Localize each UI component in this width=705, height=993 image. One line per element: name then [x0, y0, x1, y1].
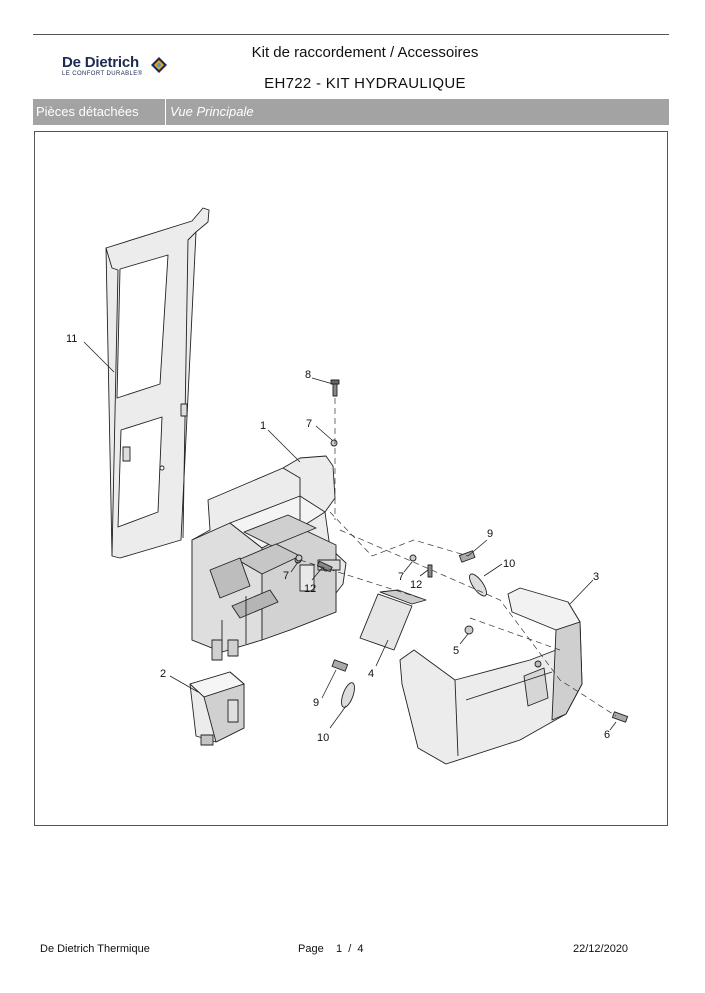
- seal-7-mid: [295, 554, 303, 562]
- fitting-9-left: [331, 659, 349, 672]
- callout-7-top: 7: [306, 418, 312, 430]
- callout-7-mid: 7: [283, 570, 289, 582]
- callout-2: 2: [160, 668, 166, 680]
- callout-7-right: 7: [398, 571, 404, 583]
- part-4-plate: [359, 589, 427, 651]
- part-3-front-cover: [399, 587, 583, 765]
- part-2-housing: [189, 671, 245, 746]
- callout-9-left: 9: [313, 697, 319, 709]
- callout-4: 4: [368, 668, 374, 680]
- brand-name: De Dietrich: [62, 54, 139, 71]
- clip-10-left: [341, 682, 355, 708]
- screw-12-left: [316, 560, 333, 573]
- callout-1: 1: [260, 420, 266, 432]
- document-subtitle: EH722 - KIT HYDRAULIQUE: [264, 75, 466, 92]
- callout-12-left: 12: [304, 583, 316, 595]
- callout-9-right: 9: [487, 528, 493, 540]
- footer-date: 22/12/2020: [573, 943, 629, 955]
- exploded-view-frame: [34, 131, 668, 826]
- section-label: Pièces détachées: [33, 99, 166, 125]
- seal-7-top: [330, 439, 338, 447]
- part-11-mounting-bracket: [105, 207, 210, 559]
- footer-page-label: Page: [298, 943, 324, 955]
- document-title: Kit de raccordement / Accessoires: [251, 44, 479, 61]
- leader-lines: [83, 341, 617, 731]
- screw-8: [330, 379, 340, 397]
- seal-7-right: [409, 554, 417, 562]
- footer-page-current: 1: [335, 943, 343, 955]
- section-bar: Pièces détachées Vue Principale: [33, 99, 669, 125]
- brand-tagline: LE CONFORT DURABLE®: [62, 71, 143, 77]
- view-label: Vue Principale: [170, 104, 254, 119]
- callout-6: 6: [604, 729, 610, 741]
- header-rule: [33, 34, 669, 35]
- seal-5: [464, 625, 474, 635]
- screw-12-right: [427, 564, 433, 578]
- brand-diamond-icon: [151, 57, 167, 73]
- footer-page-total: 4: [357, 943, 364, 955]
- footer-page-separator: /: [348, 943, 352, 955]
- clip-10-right: [469, 573, 487, 597]
- callout-12-right: 12: [410, 579, 422, 591]
- callout-11: 11: [66, 333, 77, 345]
- callout-8: 8: [305, 369, 311, 381]
- callout-5: 5: [453, 645, 459, 657]
- part-1-hydraulic-module: [191, 455, 347, 661]
- callout-10-right: 10: [503, 558, 515, 570]
- callout-10-left: 10: [317, 732, 329, 744]
- footer-page-number: Page 1 / 4: [298, 943, 364, 955]
- callout-3: 3: [593, 571, 599, 583]
- footer-company: De Dietrich Thermique: [40, 943, 150, 955]
- screw-6: [611, 711, 629, 723]
- brand-logo: De Dietrich LE CONFORT DURABLE®: [62, 54, 182, 80]
- assembly-lines: [299, 398, 617, 717]
